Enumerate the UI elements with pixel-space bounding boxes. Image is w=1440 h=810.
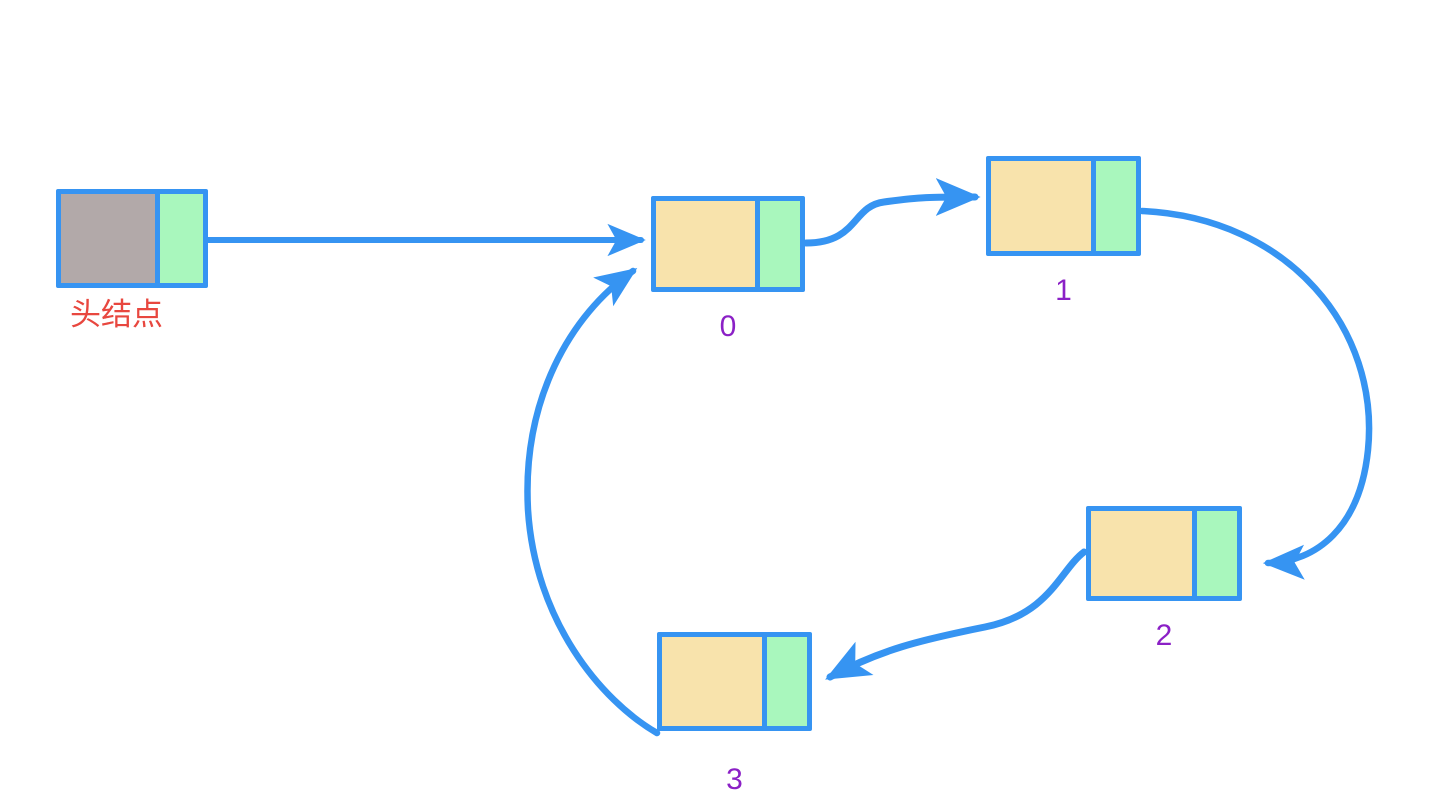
list-node-0-next-cell	[760, 201, 800, 287]
list-node-0-label: 0	[719, 310, 737, 343]
list-node-1-next-cell	[1096, 161, 1136, 251]
edge-node2-to-node3	[825, 548, 1088, 681]
list-node-0-data-cell	[656, 201, 755, 287]
list-node-1[interactable]	[986, 156, 1141, 256]
list-node-2[interactable]	[1086, 506, 1242, 601]
list-node-1-label: 1	[1055, 274, 1072, 307]
list-node-3[interactable]	[657, 632, 812, 731]
list-node-3-label: 3	[726, 763, 743, 796]
list-node-3-data-cell	[662, 637, 762, 726]
list-node-3-next-cell	[767, 637, 807, 726]
list-node-2-label: 2	[1155, 619, 1173, 652]
list-node-0[interactable]	[651, 196, 805, 292]
head-node-next-cell	[160, 194, 203, 283]
list-node-2-data-cell	[1091, 511, 1192, 596]
list-node-2-next-cell	[1197, 511, 1237, 596]
head-node[interactable]	[56, 189, 208, 288]
edge-node0-to-node1	[802, 178, 981, 247]
head-node-label: 头结点	[70, 297, 163, 333]
edge-node3-to-node0	[524, 267, 661, 737]
list-node-1-data-cell	[991, 161, 1091, 251]
head-node-data-cell	[61, 194, 155, 283]
